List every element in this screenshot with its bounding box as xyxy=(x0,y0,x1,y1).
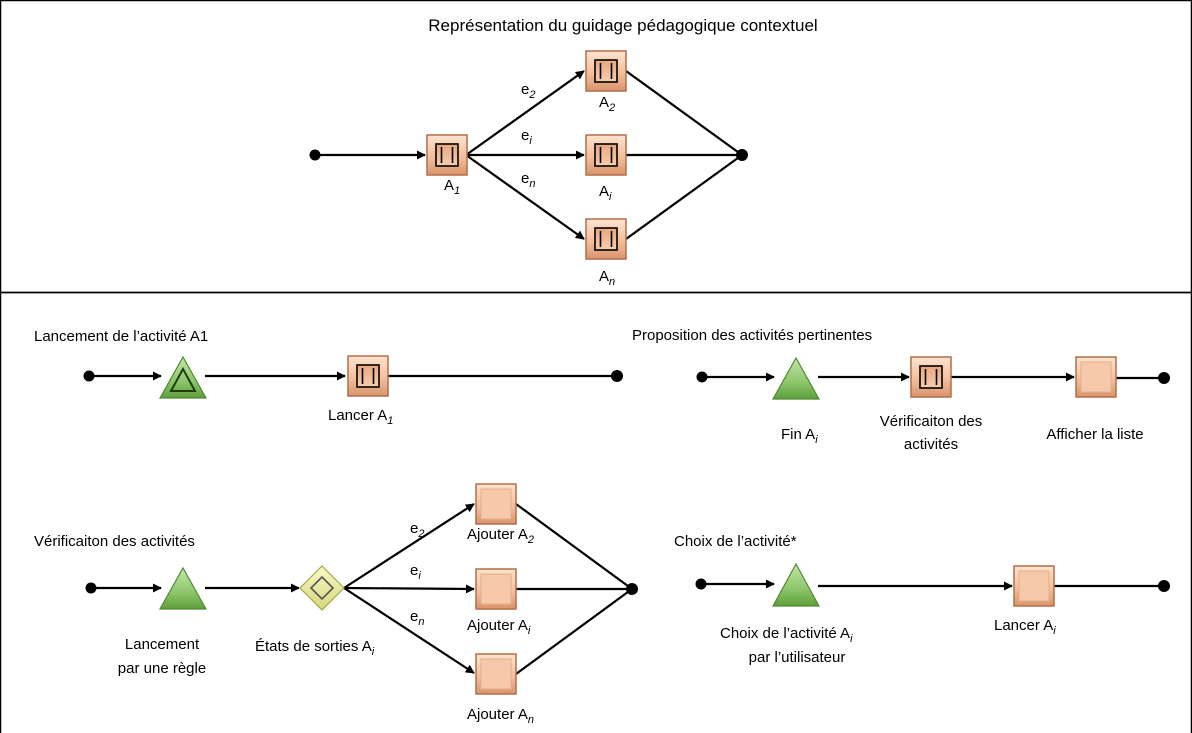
task-box-icon[interactable] xyxy=(475,483,517,525)
choice-flow xyxy=(702,579,1163,591)
start-dot-icon xyxy=(83,370,95,382)
proposition-check-label-1: Vérificaiton des xyxy=(880,413,983,430)
task-box-icon[interactable] xyxy=(475,568,517,610)
event-triangle-icon[interactable] xyxy=(771,562,821,607)
choice-event-label-1: Choix de l’activité Ai xyxy=(720,625,853,645)
end-dot-icon xyxy=(1158,372,1170,384)
verification-e2: e2 xyxy=(410,520,424,540)
verification-addn: Ajouter An xyxy=(467,706,534,726)
label-ai: Ai xyxy=(599,183,612,203)
verification-flow xyxy=(92,503,633,675)
proposition-check-label-2: activités xyxy=(904,436,958,453)
verification-event-label-1: Lancement xyxy=(125,636,200,653)
end-dot-icon xyxy=(626,583,638,595)
label-e2: e2 xyxy=(521,81,535,101)
proposition-heading: Proposition des activités pertinentes xyxy=(632,327,872,344)
launch-task-label: Lancer A1 xyxy=(328,407,393,427)
verification-gateway-label: États de sorties Ai xyxy=(255,638,375,658)
verification-addi: Ajouter Ai xyxy=(467,617,531,637)
gateway-diamond-icon[interactable] xyxy=(299,565,345,611)
start-dot-icon xyxy=(309,149,321,161)
label-ei: ei xyxy=(521,127,532,147)
event-triangle-outline-icon[interactable] xyxy=(158,355,208,399)
proposition-show-label: Afficher la liste xyxy=(1046,426,1143,443)
end-dot-icon xyxy=(1158,580,1170,592)
end-dot-icon xyxy=(736,149,748,161)
proposition-flow xyxy=(703,372,1163,382)
launch-heading: Lancement de l’activité A1 xyxy=(34,328,208,345)
subprocess-box-icon[interactable] xyxy=(910,356,952,398)
label-an: An xyxy=(599,268,615,288)
choice-heading: Choix de l’activité* xyxy=(674,533,797,550)
start-dot-icon xyxy=(85,582,97,594)
proposition-event-label: Fin Ai xyxy=(781,426,818,446)
label-en: en xyxy=(521,170,535,190)
verification-ei: ei xyxy=(410,562,421,582)
label-a2: A2 xyxy=(599,94,615,114)
subprocess-box-icon[interactable] xyxy=(347,355,389,397)
choice-event-label-2: par l’utilisateur xyxy=(749,649,846,666)
task-box-icon[interactable] xyxy=(475,653,517,695)
event-triangle-icon[interactable] xyxy=(771,356,821,400)
label-a1: A1 xyxy=(444,177,460,197)
task-box-icon[interactable] xyxy=(1013,565,1055,607)
subprocess-box-icon[interactable] xyxy=(426,134,468,176)
start-dot-icon xyxy=(695,578,707,590)
subprocess-box-icon[interactable] xyxy=(585,50,627,92)
start-dot-icon xyxy=(696,371,708,383)
verification-event-label-2: par une règle xyxy=(118,660,206,677)
subprocess-box-icon[interactable] xyxy=(585,218,627,260)
choice-task-label: Lancer Ai xyxy=(994,617,1056,637)
end-dot-icon xyxy=(611,370,623,382)
top-flow xyxy=(316,70,743,240)
verification-heading: Vérificaiton des activités xyxy=(34,533,195,550)
subprocess-box-icon[interactable] xyxy=(585,134,627,176)
task-box-icon[interactable] xyxy=(1075,356,1117,398)
event-triangle-icon[interactable] xyxy=(158,566,208,610)
verification-add2: Ajouter A2 xyxy=(467,526,534,546)
diagram-title: Représentation du guidage pédagogique co… xyxy=(428,16,817,35)
verification-en: en xyxy=(410,608,424,628)
